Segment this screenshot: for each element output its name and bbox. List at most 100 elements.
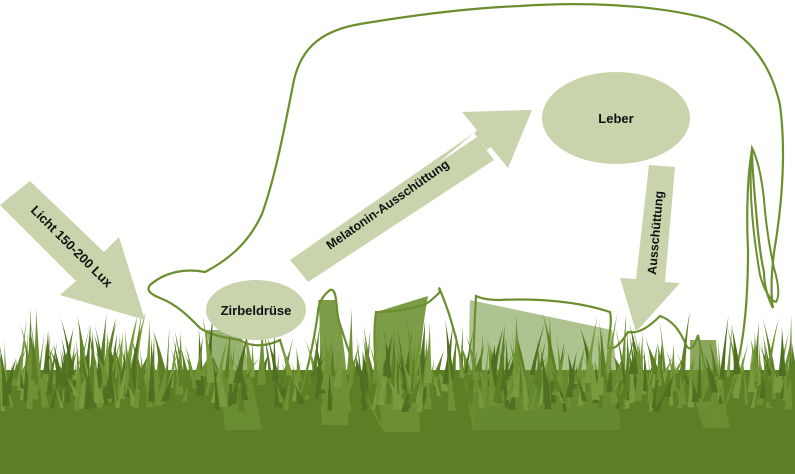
grass-blade xyxy=(150,332,155,387)
grass-blade xyxy=(21,335,28,398)
grass-blade xyxy=(291,361,301,402)
grass-blades xyxy=(0,306,795,412)
grass-blade xyxy=(541,375,554,396)
grass-blade xyxy=(579,361,587,392)
grass-blade xyxy=(395,349,403,381)
grass-blade xyxy=(624,329,631,392)
grass-blade xyxy=(237,355,249,401)
grass-blade xyxy=(550,383,565,404)
grass-blade xyxy=(213,337,228,390)
grass-blade xyxy=(147,341,156,402)
grass-blade xyxy=(110,340,124,378)
grass-blade xyxy=(740,347,749,405)
grass-blade xyxy=(719,315,729,380)
grass-blade xyxy=(754,362,769,387)
node-liver-label: Leber xyxy=(598,111,633,126)
grass-blade xyxy=(417,321,426,376)
grass-blade xyxy=(310,356,326,377)
grass-blade xyxy=(277,336,293,376)
grass-blade xyxy=(47,341,56,385)
grass-blade xyxy=(549,366,563,392)
arrow-melatonin-body xyxy=(292,137,494,282)
grass-blade xyxy=(304,371,313,396)
grass-blade xyxy=(277,351,289,399)
grass-blade xyxy=(261,371,272,409)
grass-blade xyxy=(33,356,49,408)
grass-blade xyxy=(53,343,64,386)
grass-blade xyxy=(474,344,485,372)
grass-blade xyxy=(614,345,628,380)
grass-blade xyxy=(767,342,777,399)
grass-blade xyxy=(2,357,17,395)
grass-blade xyxy=(233,330,249,384)
grass-blade xyxy=(160,371,174,402)
grass-blade xyxy=(138,364,145,407)
grass-blade xyxy=(115,383,123,409)
grass-blade xyxy=(548,349,557,381)
grass-blade xyxy=(708,337,719,377)
grass-blade xyxy=(541,310,558,373)
grass-blade xyxy=(789,342,795,381)
grass-blade xyxy=(333,341,343,388)
grass-blade xyxy=(660,366,667,392)
grass-blade xyxy=(407,327,424,393)
grass-blade xyxy=(192,355,200,389)
grass-blade xyxy=(125,343,136,403)
grass-blade xyxy=(93,345,101,407)
grass-blade xyxy=(493,338,506,402)
grass-blade xyxy=(661,374,674,397)
grass-blade xyxy=(342,372,353,396)
grass-blade xyxy=(778,327,786,377)
grass-blade xyxy=(512,328,517,385)
grass-blade xyxy=(121,318,138,386)
grass-blade xyxy=(94,322,106,379)
grass-blade xyxy=(293,383,305,405)
grass-blade xyxy=(506,354,517,401)
grass-blade xyxy=(518,351,528,411)
grass-blade xyxy=(144,320,151,384)
grass-blade xyxy=(229,364,242,405)
grass-blade xyxy=(517,346,530,404)
arrow-secretion-shape xyxy=(620,165,680,332)
grass-blade xyxy=(216,362,229,407)
grass-blade xyxy=(464,329,474,374)
grass-blade xyxy=(696,341,702,399)
grass-blade xyxy=(59,366,63,402)
grass-blade xyxy=(392,361,400,410)
grass-blade xyxy=(480,359,487,397)
grass-blade xyxy=(346,342,360,388)
grass-blade xyxy=(610,378,619,404)
grass-blade xyxy=(202,315,216,383)
grass-blade xyxy=(16,318,27,387)
node-pineal: Zirbeldrüse xyxy=(206,280,306,340)
grass-blade xyxy=(378,311,392,376)
grass-blade xyxy=(538,361,548,405)
grass-blade xyxy=(109,364,119,407)
grass-blade xyxy=(613,321,627,386)
grass-blade xyxy=(487,344,497,407)
grass-blade xyxy=(396,361,409,382)
grass-blade xyxy=(30,317,39,385)
grass-blade xyxy=(320,331,333,390)
grass-blade xyxy=(644,364,655,403)
arrow-light-label: Licht 150-200 Lux xyxy=(28,203,116,291)
grass-blade xyxy=(274,381,284,403)
grass-blade xyxy=(433,350,445,377)
grass-blade xyxy=(36,331,45,391)
grass-blade xyxy=(628,346,637,403)
grass-blade xyxy=(193,346,202,381)
grass-blade xyxy=(314,343,323,399)
grass-blade xyxy=(573,370,588,402)
grass-blade xyxy=(731,325,741,374)
grass-blade xyxy=(504,337,509,380)
cow-tail xyxy=(749,144,780,304)
grass-blade xyxy=(51,379,64,408)
grass-blade xyxy=(43,330,50,374)
grass-blade xyxy=(455,335,464,378)
grass-blade xyxy=(407,371,424,404)
grass-blade xyxy=(152,329,168,378)
grass-blade xyxy=(47,341,58,394)
grass-blade xyxy=(97,314,107,373)
grass-blade xyxy=(291,361,300,393)
